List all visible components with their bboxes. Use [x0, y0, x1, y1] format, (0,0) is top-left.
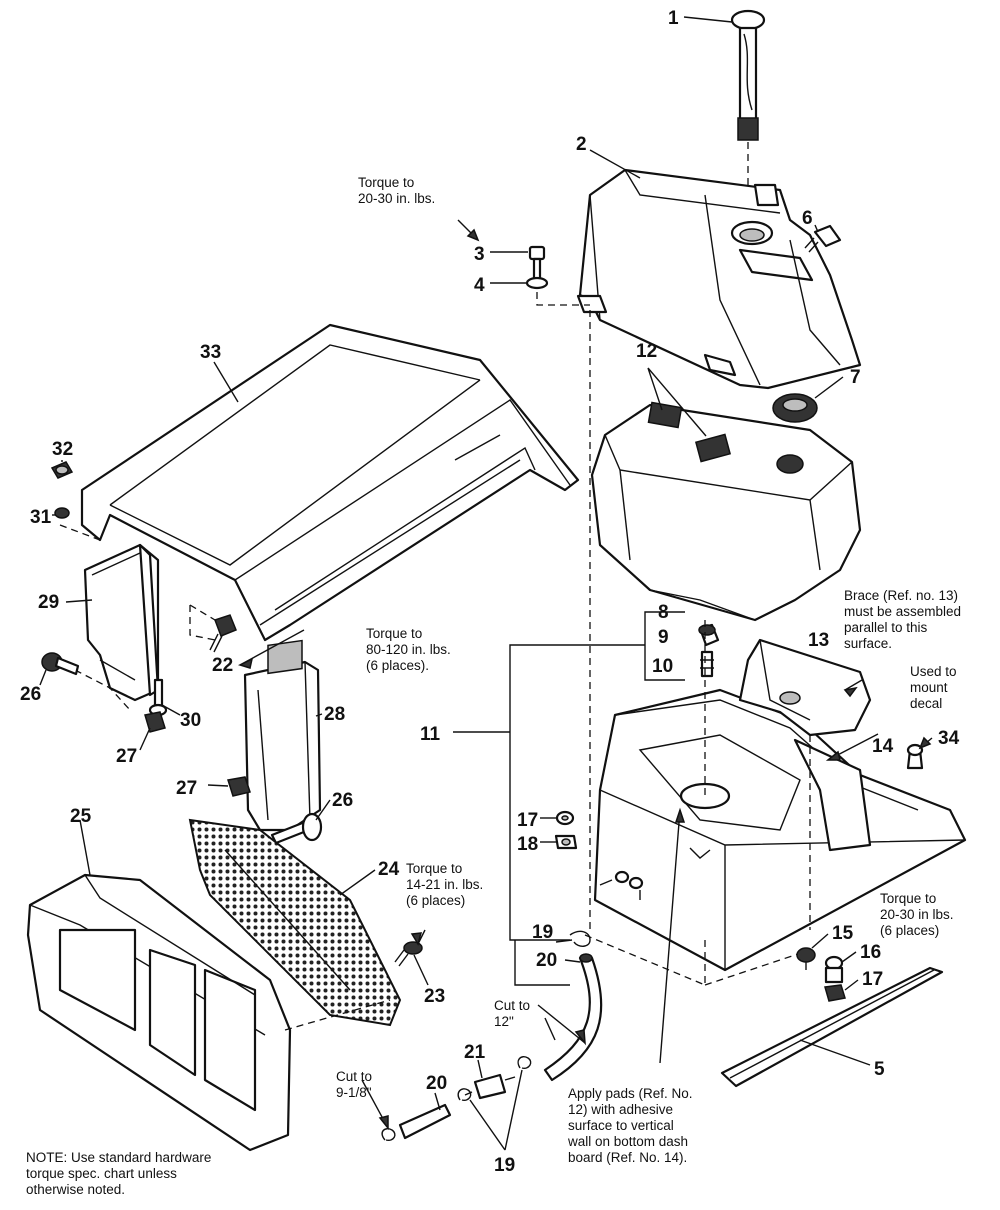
part-label-2: 2	[576, 134, 587, 155]
bolt-26a	[41, 652, 80, 676]
dash-line-22	[189, 604, 216, 641]
part-label-20a: 20	[536, 950, 557, 971]
bracket-29	[83, 543, 160, 702]
nut-17b	[824, 984, 846, 1002]
clamp-19b	[381, 1056, 532, 1142]
part-label-30: 30	[180, 710, 201, 731]
dash-board-14	[593, 688, 967, 972]
fitting-9	[698, 623, 720, 647]
part-label-11: 11	[420, 724, 441, 745]
part-label-13: 13	[808, 630, 829, 651]
part-label-21: 21	[464, 1042, 486, 1063]
bolt-3	[528, 245, 546, 282]
part-label-26b: 26	[332, 790, 353, 811]
part-label-19b: 19	[494, 1155, 515, 1176]
grille-frame-25	[26, 873, 292, 1152]
part-label-17a: 17	[517, 810, 538, 831]
part-label-3: 3	[474, 244, 485, 265]
nut-18	[554, 834, 578, 850]
note-pads: Apply pads (Ref. No. 12) with adhesive s…	[567, 1086, 696, 1165]
leader-lines	[39, 16, 933, 1151]
screw-6	[804, 224, 842, 253]
dash-cover-33	[80, 323, 580, 642]
note-torque-3: Torque to 20-30 in. lbs.	[358, 175, 435, 206]
part-label-27a: 27	[116, 746, 137, 767]
fitting-21	[464, 1073, 516, 1100]
rail-5	[720, 966, 944, 1088]
part-label-27b: 27	[176, 778, 197, 799]
part-label-23: 23	[424, 986, 445, 1007]
part-label-18: 18	[517, 834, 538, 855]
part-label-20b: 20	[426, 1073, 447, 1094]
note-cut-9: Cut to 9-1/8"	[336, 1069, 376, 1100]
group-bracket-11	[509, 644, 645, 986]
note-brace: Brace (Ref. no. 13) must be assembled pa…	[844, 588, 965, 651]
screw-23	[394, 941, 423, 967]
dash-line-bolt	[536, 292, 590, 306]
dash-line-25	[284, 999, 391, 1031]
part-label-1: 1	[668, 8, 679, 29]
part-label-22: 22	[212, 655, 233, 676]
part-label-32: 32	[52, 439, 73, 460]
part-label-25: 25	[70, 806, 92, 827]
dash-line-29	[74, 669, 131, 711]
hose-20b	[398, 1103, 452, 1140]
part-label-7: 7	[850, 367, 861, 388]
washer-4	[525, 276, 549, 290]
hose-20a	[543, 953, 603, 1082]
nut-27a	[144, 711, 166, 733]
bolt-22	[209, 614, 237, 653]
grille-screen-24	[188, 818, 402, 1027]
part-label-10: 10	[652, 656, 673, 677]
part-label-16: 16	[860, 942, 881, 963]
note-torque-16: Torque to 20-30 in lbs. (6 places)	[880, 891, 957, 938]
note-hardware: NOTE: Use standard hardware torque spec.…	[26, 1150, 215, 1197]
fitting-10	[700, 650, 714, 678]
bolt-16	[824, 955, 844, 984]
part-label-29: 29	[38, 592, 59, 613]
bolt-15	[796, 947, 816, 970]
part-label-19a: 19	[532, 922, 553, 943]
notes: Torque to 20-30 in. lbs. Torque to 80-12…	[26, 175, 965, 1197]
part-label-4: 4	[474, 275, 485, 296]
grommet-7	[772, 393, 818, 423]
dash-line-hose	[584, 934, 811, 986]
plug-34	[906, 743, 924, 770]
note-torque-22: Torque to 80-120 in. lbs. (6 places).	[366, 626, 455, 673]
brace-13	[738, 638, 872, 737]
part-label-31: 31	[30, 507, 52, 528]
nut-27b	[227, 776, 251, 797]
part-label-5: 5	[874, 1059, 885, 1080]
part-label-9: 9	[658, 627, 669, 648]
fuel-gauge	[730, 9, 766, 141]
part-label-26a: 26	[20, 684, 41, 705]
tank-housing	[576, 168, 862, 390]
part-label-14: 14	[872, 736, 894, 757]
nut-32	[50, 461, 74, 479]
part-label-33: 33	[200, 342, 221, 363]
note-torque-24: Torque to 14-21 in. lbs. (6 places)	[406, 861, 487, 908]
part-label-6: 6	[802, 208, 813, 229]
part-label-34: 34	[938, 728, 960, 749]
washer-31	[54, 507, 70, 519]
part-label-12: 12	[636, 341, 657, 362]
group-bracket-8	[644, 611, 685, 681]
part-label-28: 28	[324, 704, 345, 725]
part-label-8: 8	[658, 602, 669, 623]
part-label-15: 15	[832, 923, 854, 944]
clamp-19a	[569, 930, 591, 947]
nut-17a	[555, 810, 575, 826]
note-cut-12: Cut to 12"	[494, 998, 534, 1029]
note-decal: Used to mount decal	[910, 664, 960, 711]
bracket-28	[243, 639, 322, 832]
fuel-tank	[590, 401, 862, 622]
part-label-17b: 17	[862, 969, 883, 990]
part-label-24: 24	[378, 859, 400, 880]
part-labels: 1 2 3 4 5 6 7 8 9 10 11 12 13 14 15 16 1…	[20, 8, 960, 1176]
arrow-heads	[237, 228, 932, 1131]
